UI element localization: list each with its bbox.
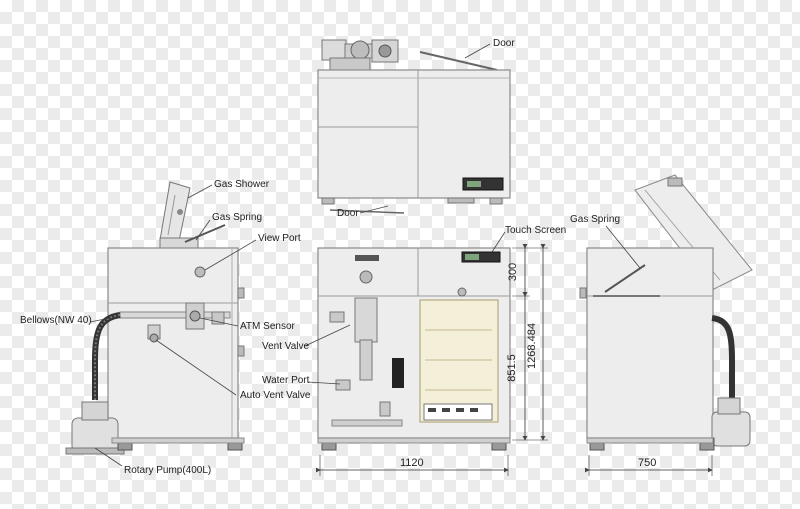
right-side-view (579, 174, 753, 476)
label-gas-shower: Gas Shower (214, 179, 270, 190)
top-body (317, 69, 511, 199)
view-port (194, 266, 206, 278)
touch-screen (461, 251, 501, 263)
label-door-bottom: Door (337, 208, 359, 219)
top-motor (321, 39, 399, 71)
vacuum-chamber (419, 299, 499, 423)
label-touch-screen: Touch Screen (505, 225, 567, 236)
rotary-pump (65, 401, 125, 455)
dim-width-side: 750 (638, 457, 657, 469)
left-body (107, 247, 239, 439)
top-door-lid (419, 51, 498, 71)
label-vent-valve: Vent Valve (262, 341, 310, 352)
label-door-top: Door (493, 38, 515, 49)
dim-height-lower: 851.5 (505, 354, 518, 382)
top-view (317, 39, 511, 214)
label-gas-spring-right: Gas Spring (570, 214, 621, 225)
dim-width-front: 1120 (400, 457, 424, 469)
label-view-port: View Port (258, 233, 301, 244)
gas-shower-lid (159, 181, 191, 247)
right-bellows (711, 315, 735, 405)
label-gas-spring-left: Gas Spring (212, 212, 263, 223)
label-atm-sensor: ATM Sensor (240, 321, 295, 332)
label-rotary-pump: Rotary Pump(400L) (124, 465, 212, 476)
label-bellows: Bellows(NW 40) (20, 315, 92, 326)
label-water-port: Water Port (262, 375, 310, 386)
front-view (304, 231, 548, 476)
dim-height-top: 300 (507, 262, 520, 282)
right-body (586, 247, 714, 439)
dim-height-total: 1268.484 (525, 323, 538, 369)
left-side-view (65, 181, 257, 467)
label-auto-vent-valve: Auto Vent Valve (240, 390, 311, 401)
